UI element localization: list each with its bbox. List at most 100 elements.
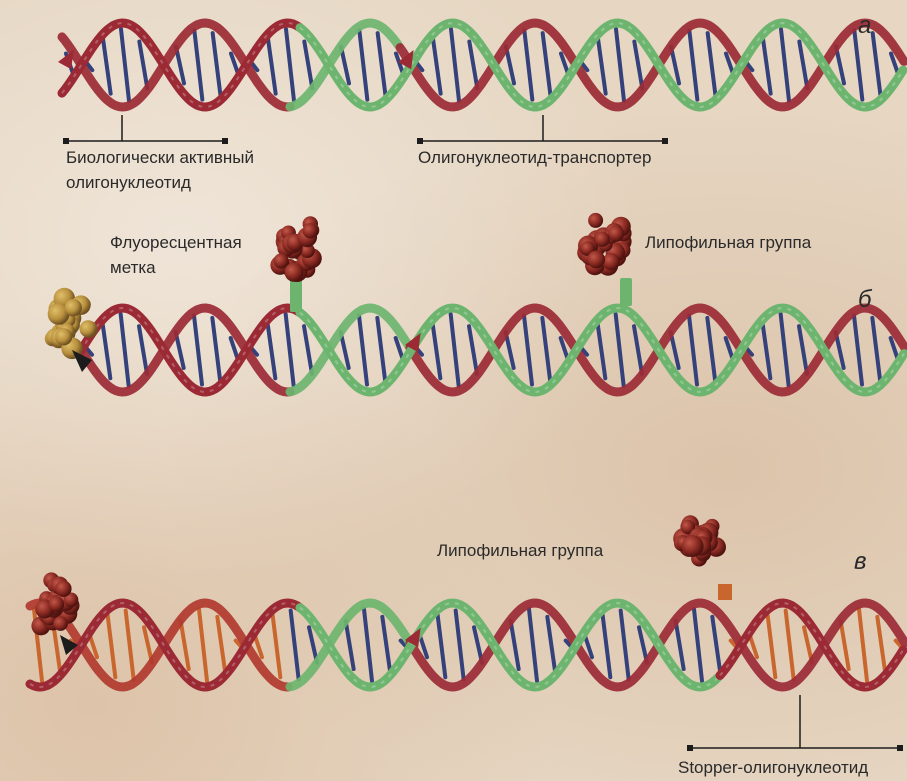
base-pair xyxy=(181,621,189,669)
base-pair xyxy=(272,613,280,678)
base-pair xyxy=(121,29,129,101)
base-pair xyxy=(451,29,459,101)
base-pair xyxy=(378,33,386,97)
base-pair xyxy=(597,322,605,379)
base-pair xyxy=(542,318,550,382)
base-pair xyxy=(213,33,221,97)
label-fluorescent-tag-line2: метка xyxy=(110,257,156,279)
molecule-atom xyxy=(274,253,289,268)
base-pair xyxy=(469,42,477,89)
panel-letter-c: в xyxy=(854,548,867,576)
molecule-atom xyxy=(53,616,68,631)
molecule-atom xyxy=(65,299,82,316)
base-pair xyxy=(121,314,129,386)
base-pair xyxy=(621,611,629,680)
molecule-atom xyxy=(595,232,610,247)
molecule-atom xyxy=(285,263,304,282)
base-pair xyxy=(433,36,441,93)
base-pair xyxy=(547,617,555,673)
molecule-atom xyxy=(303,223,318,238)
base-pair xyxy=(291,611,299,680)
base-pair xyxy=(377,318,385,382)
molecule-atom xyxy=(587,251,605,269)
molecule-atom xyxy=(49,596,65,612)
base-pair xyxy=(432,322,440,379)
base-pair xyxy=(139,326,147,374)
base-pair xyxy=(598,36,606,93)
base-pair xyxy=(707,318,715,382)
strand-highlight xyxy=(430,308,904,392)
base-pair xyxy=(799,326,807,374)
helix-c xyxy=(30,603,905,687)
base-pair xyxy=(694,609,702,681)
molecule-atom xyxy=(55,328,72,345)
base-pair xyxy=(767,613,775,678)
bracket-transporter-end-right xyxy=(662,138,668,144)
base-pair xyxy=(364,609,372,681)
base-pair xyxy=(359,315,367,384)
base-pair xyxy=(689,315,697,384)
lipophilic-linker-b1 xyxy=(290,280,302,312)
base-pair xyxy=(103,36,111,93)
base-pair xyxy=(781,314,789,386)
base-pair xyxy=(786,611,794,680)
lipophilic-linker-c2 xyxy=(718,584,732,600)
base-pair xyxy=(286,314,294,386)
base-pair xyxy=(634,326,642,374)
base-pair xyxy=(524,315,532,384)
base-pair xyxy=(451,314,459,386)
base-pair xyxy=(139,42,147,89)
base-pair xyxy=(107,613,115,678)
base-pair xyxy=(359,30,367,99)
base-pair xyxy=(346,621,354,669)
base-pair xyxy=(763,36,771,93)
molecule-atom xyxy=(603,253,620,270)
label-lipophilic-group-b: Липофильная группа xyxy=(645,232,811,254)
strand-highlight xyxy=(720,603,903,687)
molecule-atom xyxy=(55,581,71,597)
bracket-active-oligo-end-right xyxy=(222,138,228,144)
base-pair xyxy=(712,617,720,673)
base-pair xyxy=(873,33,881,97)
lipophilic-linker-b2 xyxy=(620,278,632,306)
base-pair xyxy=(859,609,867,681)
lipophilic-group-molecule-b1 xyxy=(270,216,321,282)
lipophilic-group-molecule-b2 xyxy=(577,213,631,276)
base-pair xyxy=(102,322,110,379)
label-active-oligo: Биологически активный xyxy=(66,147,254,169)
fluorescent-tag-molecule xyxy=(45,288,98,359)
base-pair xyxy=(194,315,202,384)
helix-a xyxy=(62,23,904,107)
base-pair xyxy=(304,42,312,89)
strand-front xyxy=(720,603,903,687)
base-pair xyxy=(382,617,390,673)
base-pair xyxy=(511,621,519,669)
base-pair xyxy=(762,322,770,379)
bracket-stopper-oligo-end-right xyxy=(897,745,903,751)
molecule-atom xyxy=(588,213,603,228)
base-pair xyxy=(616,29,624,101)
base-pair xyxy=(529,609,537,681)
base-pair xyxy=(841,621,849,669)
lipophilic-group-molecule-c2 xyxy=(673,515,726,566)
base-pair xyxy=(616,314,624,386)
base-pair xyxy=(267,322,275,379)
label-stopper-oligo: Stopper-олигонуклеотид xyxy=(678,757,868,779)
base-pair xyxy=(872,318,880,382)
bracket-transporter-end-left xyxy=(417,138,423,144)
base-pair xyxy=(456,611,464,680)
base-pair xyxy=(854,315,862,384)
base-pair xyxy=(199,609,207,681)
base-pair xyxy=(708,33,716,97)
base-pair xyxy=(194,30,202,99)
base-pair xyxy=(543,33,551,97)
label-fluorescent-tag: Флуоресцентная xyxy=(110,232,242,254)
strand-front xyxy=(420,23,903,107)
base-pair xyxy=(689,30,697,99)
base-pair xyxy=(854,30,862,99)
base-pair xyxy=(469,326,477,374)
panel-letter-a: а xyxy=(858,12,871,40)
bracket-stopper-oligo-end-left xyxy=(687,745,693,751)
